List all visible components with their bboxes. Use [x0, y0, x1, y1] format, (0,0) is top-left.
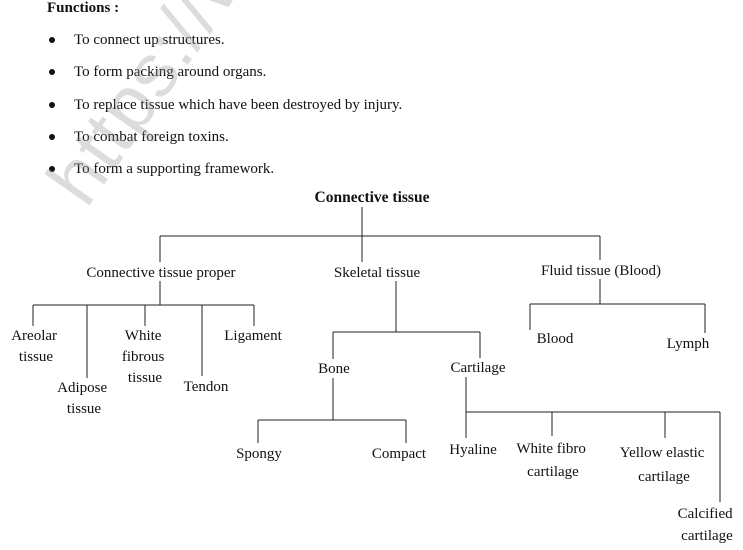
node-hyaline: Hyaline [449, 442, 497, 458]
functions-heading: Functions : [47, 0, 120, 16]
node-white-fibro-cartilage: White fibro cartilage [516, 441, 589, 480]
node-cartilage: Cartilage [451, 360, 506, 376]
bullet-icon [49, 101, 55, 108]
list-item: To combat foreign toxins. [47, 127, 402, 159]
node-spongy: Spongy [236, 446, 282, 462]
node-ligament: Ligament [224, 328, 282, 344]
node-lymph: Lymph [667, 336, 710, 352]
bullet-icon [49, 69, 55, 76]
node-fluid-tissue: Fluid tissue (Blood) [541, 263, 661, 279]
list-item: To form a supporting framework. [47, 159, 402, 191]
list-item: To connect up structures. [47, 30, 402, 62]
node-yellow-elastic-cartilage: Yellow elastic cartilage [620, 445, 708, 485]
bullet-icon [49, 37, 55, 43]
list-item: To replace tissue which have been destro… [47, 95, 402, 127]
bullet-icon [49, 133, 55, 140]
bullet-icon [49, 166, 55, 173]
node-blood: Blood [537, 331, 574, 347]
node-adipose-tissue: Adipose tissue [57, 380, 111, 417]
node-calcified-cartilage: Calcified cartilage [678, 506, 737, 544]
functions-list: To connect up structures. To form packin… [47, 30, 402, 191]
tree-connectors [32, 207, 721, 502]
node-connective-tissue-proper: Connective tissue proper [86, 265, 235, 281]
node-bone: Bone [318, 361, 350, 377]
list-item-text: To connect up structures. [74, 32, 225, 48]
list-item-text: To form packing around organs. [74, 64, 267, 81]
list-item: To form packing around organs. [47, 62, 402, 94]
node-skeletal-tissue: Skeletal tissue [334, 265, 421, 281]
node-tendon: Tendon [184, 379, 229, 395]
node-areolar-tissue: Areolar tissue [11, 328, 61, 365]
list-item-text: To replace tissue which have been destro… [74, 96, 403, 113]
node-white-fibrous-tissue: White fibrous tissue [122, 328, 168, 386]
node-connective-tissue: Connective tissue [315, 189, 430, 206]
node-compact: Compact [372, 446, 427, 462]
list-item-text: To form a supporting framework. [74, 161, 275, 178]
list-item-text: To combat foreign toxins. [74, 128, 229, 145]
